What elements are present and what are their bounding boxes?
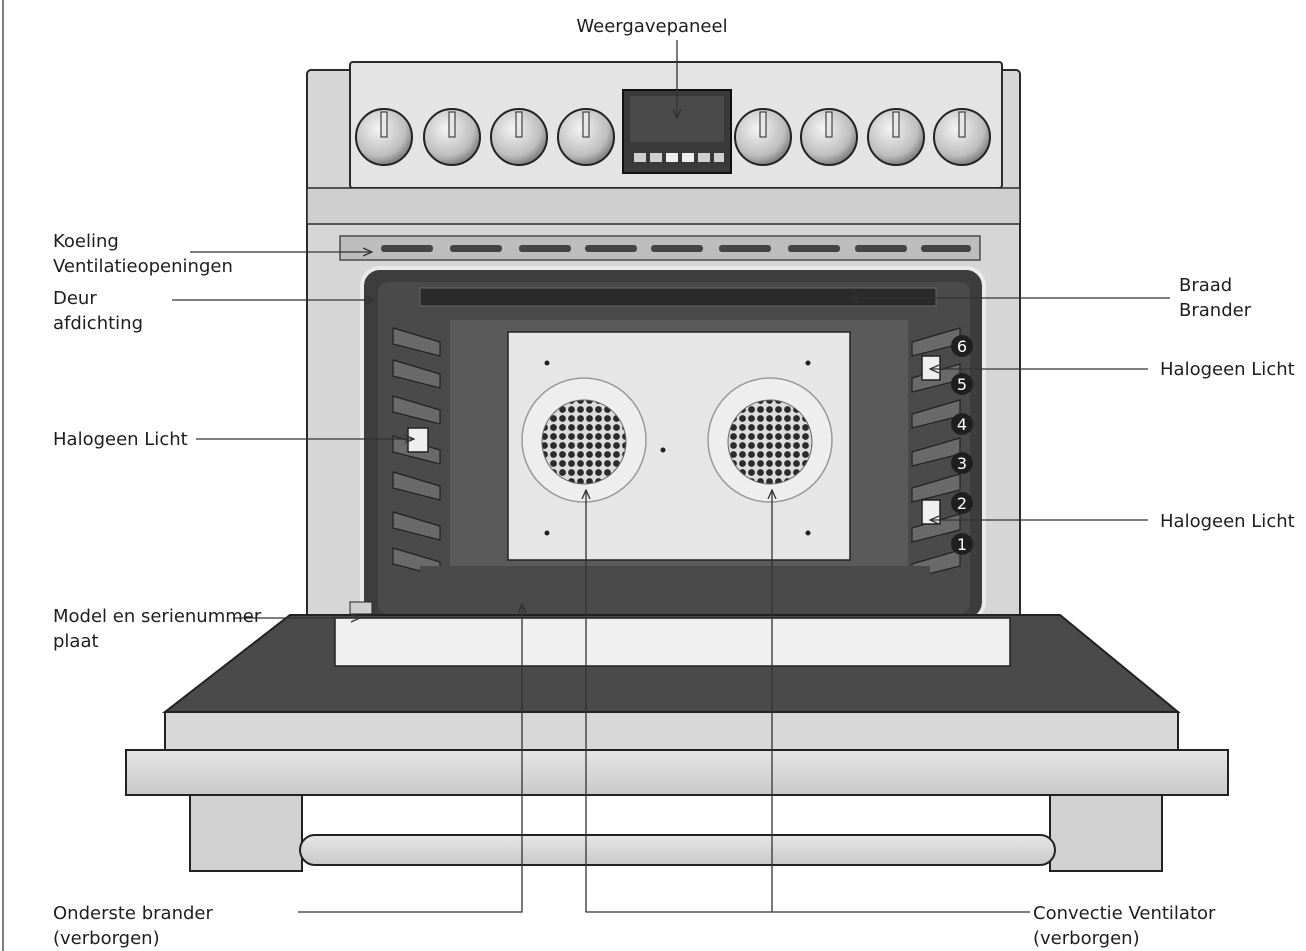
svg-text:6: 6	[957, 337, 967, 356]
door-handle[interactable]	[189, 794, 1163, 872]
leader-lines	[172, 40, 1170, 913]
svg-text:1: 1	[957, 535, 967, 554]
label-bottom-burner-line2: (verborgen)	[53, 928, 160, 949]
label-broil-burner-line1: Braad	[1179, 275, 1233, 296]
label-door-seal-line2: afdichting	[53, 313, 143, 334]
label-model-serial-plate-line1: Model en serienummer	[53, 606, 262, 627]
rack-position-1: 1	[951, 533, 973, 555]
label-halogen-light-right-lower: Halogeen Licht	[1160, 511, 1295, 532]
knob-4[interactable]	[557, 108, 615, 166]
knob-1[interactable]	[355, 108, 413, 166]
halogen-light-right-upper	[921, 355, 941, 381]
rack-position-2: 2	[951, 492, 973, 514]
rack-position-3: 3	[951, 452, 973, 474]
halogen-light-left	[407, 427, 429, 453]
label-display-panel: Weergavepaneel	[576, 16, 728, 37]
control-panel-lower-band	[306, 187, 1021, 225]
label-broil-burner-line2: Brander	[1179, 300, 1252, 321]
broil-burner	[419, 287, 937, 307]
label-halogen-light-right-upper: Halogeen Licht	[1160, 359, 1295, 380]
knob-8[interactable]	[933, 108, 991, 166]
oven-door-open[interactable]	[125, 614, 1229, 796]
label-convection-fan-line1: Convectie Ventilator	[1033, 903, 1216, 924]
knob-5[interactable]	[734, 108, 792, 166]
rack-position-6: 6	[951, 335, 973, 357]
knob-7[interactable]	[867, 108, 925, 166]
label-convection-fan-line2: (verborgen)	[1033, 928, 1140, 949]
convection-fan-left	[521, 377, 647, 503]
svg-text:4: 4	[957, 415, 967, 434]
knob-2[interactable]	[423, 108, 481, 166]
rack-supports-left	[392, 327, 441, 577]
leader-onderste	[298, 604, 522, 913]
label-model-serial-plate-line2: plaat	[53, 631, 99, 652]
knob-6[interactable]	[800, 108, 858, 166]
rack-position-5: 5	[951, 373, 973, 395]
svg-text:5: 5	[957, 375, 967, 394]
label-convection-fan: Convectie Ventilator (verborgen)	[1033, 901, 1215, 951]
svg-text:2: 2	[957, 494, 967, 513]
leader-convectie	[586, 490, 1030, 913]
label-cooling-vents: Koeling Ventilatieopeningen	[53, 229, 233, 279]
label-cooling-vents-line1: Koeling	[53, 231, 119, 252]
convection-fan-right	[707, 377, 833, 503]
oven-body: 6 5 4 3 2 1	[125, 61, 1229, 872]
label-cooling-vents-line2: Ventilatieopeningen	[53, 256, 233, 277]
label-bottom-burner-line1: Onderste brander	[53, 903, 213, 924]
label-door-seal-line1: Deur	[53, 288, 97, 309]
oven-floor	[420, 566, 930, 612]
label-halogen-light-left: Halogeen Licht	[53, 429, 188, 450]
model-serial-plate	[349, 601, 373, 615]
svg-text:3: 3	[957, 454, 967, 473]
rack-position-4: 4	[951, 413, 973, 435]
label-broil-burner: Braad Brander	[1179, 273, 1251, 323]
label-model-serial-plate: Model en serienummer plaat	[53, 604, 261, 654]
label-door-seal: Deur afdichting	[53, 286, 143, 336]
cooling-vent-strip	[339, 235, 981, 261]
label-bottom-burner: Onderste brander (verborgen)	[53, 901, 213, 951]
knob-3[interactable]	[490, 108, 548, 166]
